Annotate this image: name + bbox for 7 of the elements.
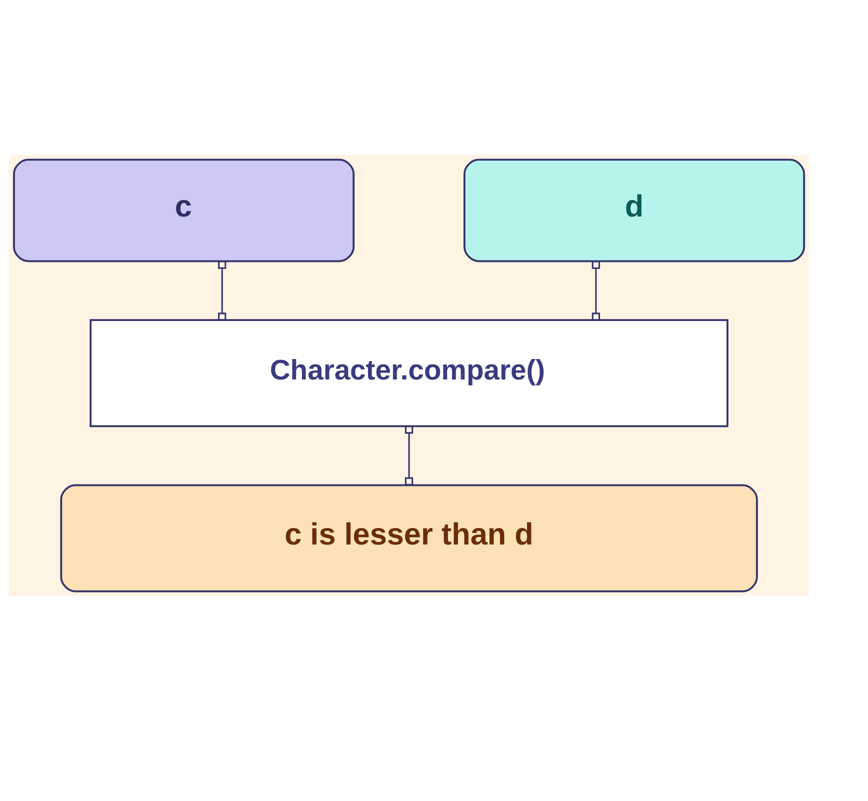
node-box: c is lesser than d: [60, 484, 758, 592]
connector: [218, 260, 226, 320]
node-box: c: [12, 158, 354, 262]
connector: [591, 260, 600, 320]
node-box: d: [463, 158, 805, 262]
connector: [404, 425, 413, 485]
node-box: Character.compare(): [89, 318, 728, 427]
